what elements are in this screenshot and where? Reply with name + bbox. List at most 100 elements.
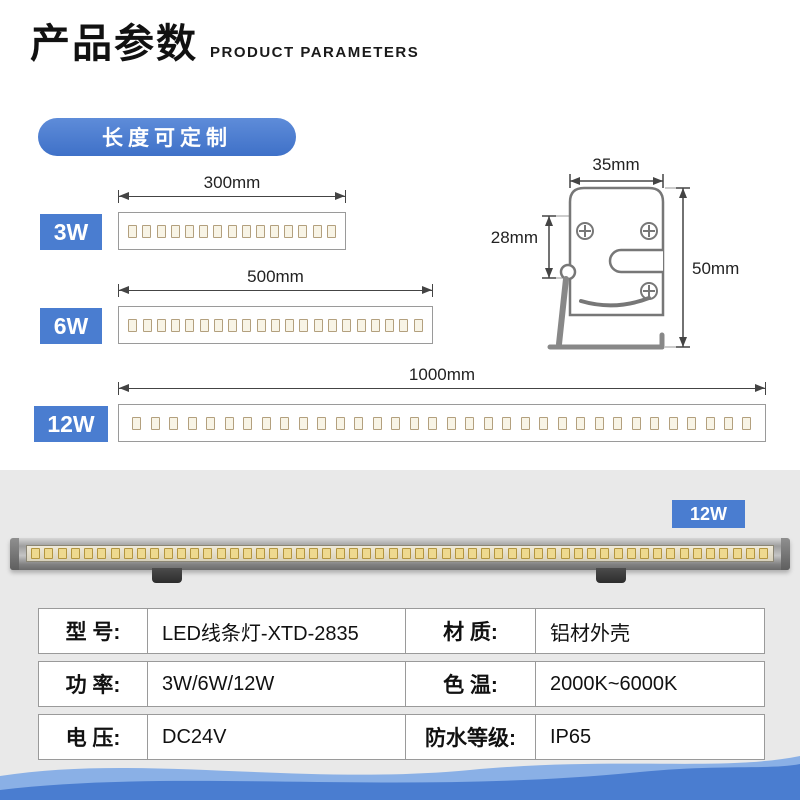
led-chip [190,548,200,559]
led-chip [454,548,464,559]
led-chip [256,318,266,332]
led-chip [391,416,401,430]
photo-power-label: 12W [672,500,745,528]
led-chip [322,548,332,559]
led-chip [719,548,729,559]
led-chip [243,416,253,430]
length-customizable-pill: 长度可定制 [38,118,296,156]
led-chip [706,548,716,559]
led-chip [199,318,209,332]
led-chip [229,548,239,559]
led-chip [687,416,697,430]
led-chip [242,318,252,332]
led-chip [44,548,54,559]
led-chip [285,318,295,332]
spec-value-model: LED线条灯-XTD-2835 [148,608,406,654]
led-chip [613,416,623,430]
led-chip [742,416,752,430]
led-chip [150,416,160,430]
dimension-1000mm: 1000mm [118,365,766,395]
led-chip [171,318,181,332]
dimension-line [118,190,346,203]
led-chip [745,548,755,559]
spec-value-waterproof: IP65 [536,714,765,760]
led-chip [539,416,549,430]
led-chip [467,548,477,559]
led-bar-photo [10,538,790,570]
led-strip-6w [118,306,433,344]
page-subtitle: PRODUCT PARAMETERS [210,44,420,61]
led-chip [388,548,398,559]
spec-label-material: 材 质: [406,608,536,654]
led-chip [399,318,409,332]
led-chip [465,416,475,430]
spec-label-model: 型 号: [38,608,148,654]
led-chip [354,416,364,430]
led-chip [335,548,345,559]
led-chip [84,548,94,559]
led-chip [481,548,491,559]
led-chip [206,416,216,430]
led-chip [401,548,411,559]
dimension-label: 1000mm [408,365,476,384]
led-chip [327,318,337,332]
spec-label-voltage: 电 压: [38,714,148,760]
led-chip [199,224,209,238]
led-chip [156,318,166,332]
led-chip [356,318,366,332]
spec-value-voltage: DC24V [148,714,406,760]
led-chip [97,548,107,559]
led-chip [185,318,195,332]
led-chip [692,548,702,559]
spec-row: 电 压: DC24V 防水等级: IP65 [38,714,765,760]
led-channel [26,545,774,562]
led-chip [170,224,180,238]
led-chip [256,548,266,559]
power-badge-3w: 3W [40,214,102,250]
led-chip [587,548,597,559]
footer-wave [0,756,800,800]
led-chip [413,318,423,332]
dimension-line [118,382,766,395]
led-chip [428,416,438,430]
led-chip [176,548,186,559]
led-chip [142,224,152,238]
led-chip [534,548,544,559]
led-chip [483,416,493,430]
spec-label-waterproof: 防水等级: [406,714,536,760]
bracket-depth-label: 28mm [491,228,538,247]
led-chip [576,416,586,430]
led-chip [70,548,80,559]
led-chip [261,416,271,430]
led-chip [110,548,120,559]
led-chip [317,416,327,430]
led-chip [255,224,265,238]
led-chip [150,548,160,559]
led-chip [372,416,382,430]
led-chip [242,548,252,559]
led-chip [348,548,358,559]
led-chip [560,548,570,559]
led-chip [441,548,451,559]
spec-value-material: 铝材外壳 [536,608,765,654]
spec-value-color-temp: 2000K~6000K [536,661,765,707]
power-badge-6w: 6W [40,308,102,344]
led-chip [299,318,309,332]
bracket-height-label: 50mm [692,259,739,278]
led-strip-12w [118,404,766,442]
led-chip [227,224,237,238]
product-photo-section: 12W 型 号: LED线条灯-XTD-2835 材 质: 铝材外壳 功 率: … [0,470,800,800]
led-chip [313,318,323,332]
led-chip [520,548,530,559]
led-chip [362,548,372,559]
led-chip [502,416,512,430]
led-chip [123,548,133,559]
led-chip [213,318,223,332]
led-chip [415,548,425,559]
led-chip [298,224,308,238]
led-chip [284,224,294,238]
led-chip [270,224,280,238]
led-chip [594,416,604,430]
led-chip [326,224,336,238]
led-chip [335,416,345,430]
